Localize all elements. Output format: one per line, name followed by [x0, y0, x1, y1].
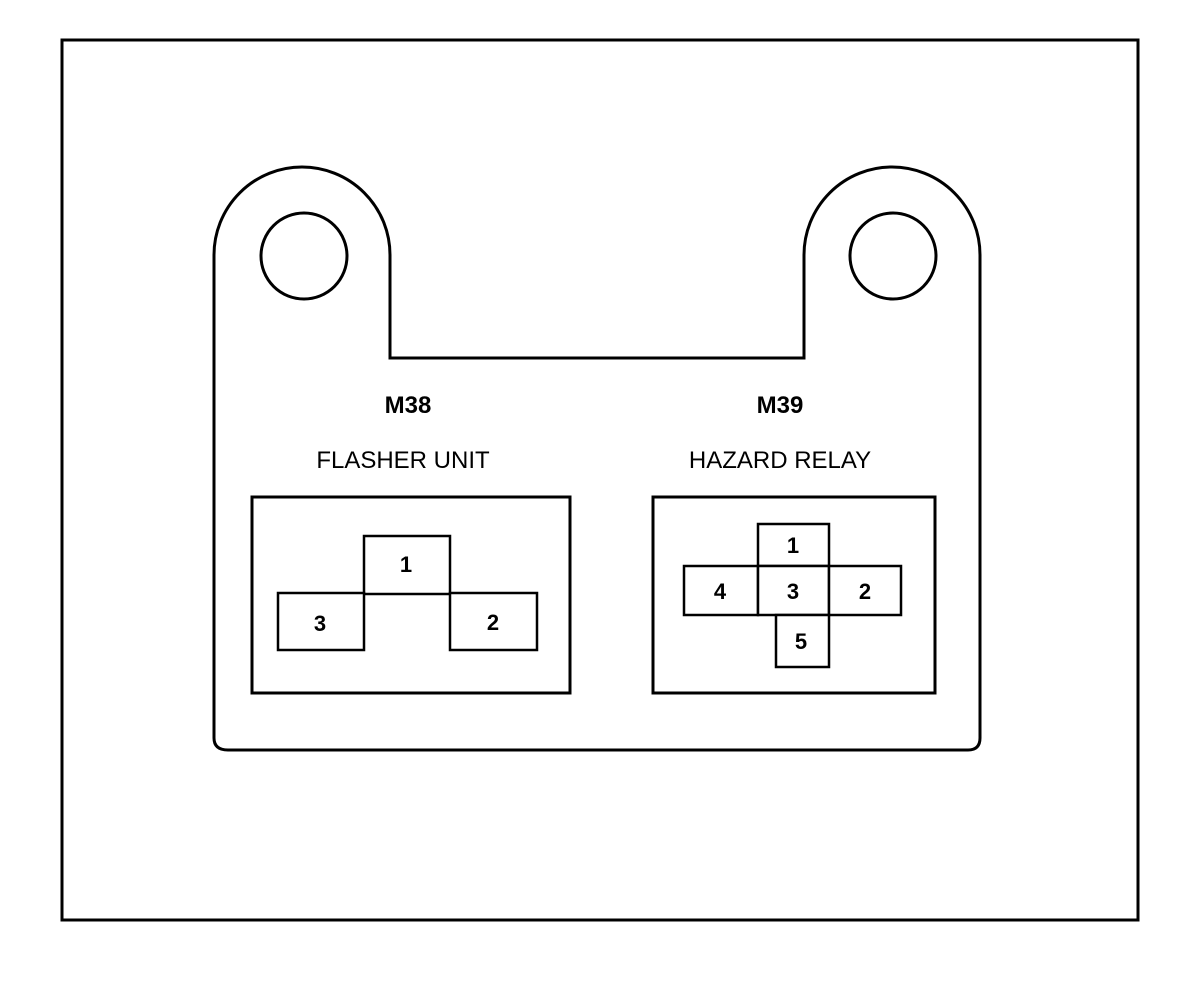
mounting-bracket [212, 165, 982, 752]
pin-label: 4 [714, 579, 727, 604]
mounting-hole-right [848, 211, 938, 301]
pin-m39-1 [756, 522, 831, 568]
connector-face-m38 [250, 495, 572, 695]
pin-label: 5 [795, 629, 807, 654]
connector-name-hazard-relay: HAZARD RELAY [689, 447, 871, 474]
pin-m39-5 [774, 613, 831, 669]
connector-code-m39: M39 [757, 392, 804, 419]
outer-frame [60, 38, 1140, 922]
pin-label: 3 [314, 611, 326, 636]
connector-pins-m39: 1 4 3 2 5 [682, 522, 903, 669]
connector-pins-m38: 1 3 2 [276, 534, 539, 652]
pin-label: 1 [787, 533, 799, 558]
pin-m38-2 [448, 591, 539, 652]
mounting-hole-left [259, 211, 349, 301]
pin-label: 3 [787, 579, 799, 604]
pin-m38-3 [276, 591, 366, 652]
connector-name-flasher-unit: FLASHER UNIT [316, 447, 490, 474]
pin-m38-1 [362, 534, 452, 596]
pin-label: 2 [487, 610, 499, 635]
connector-face-m39 [651, 495, 937, 695]
connector-code-m38: M38 [385, 392, 432, 419]
pin-label: 1 [400, 552, 412, 577]
pin-m39-2 [827, 564, 903, 617]
pin-label: 2 [859, 579, 871, 604]
